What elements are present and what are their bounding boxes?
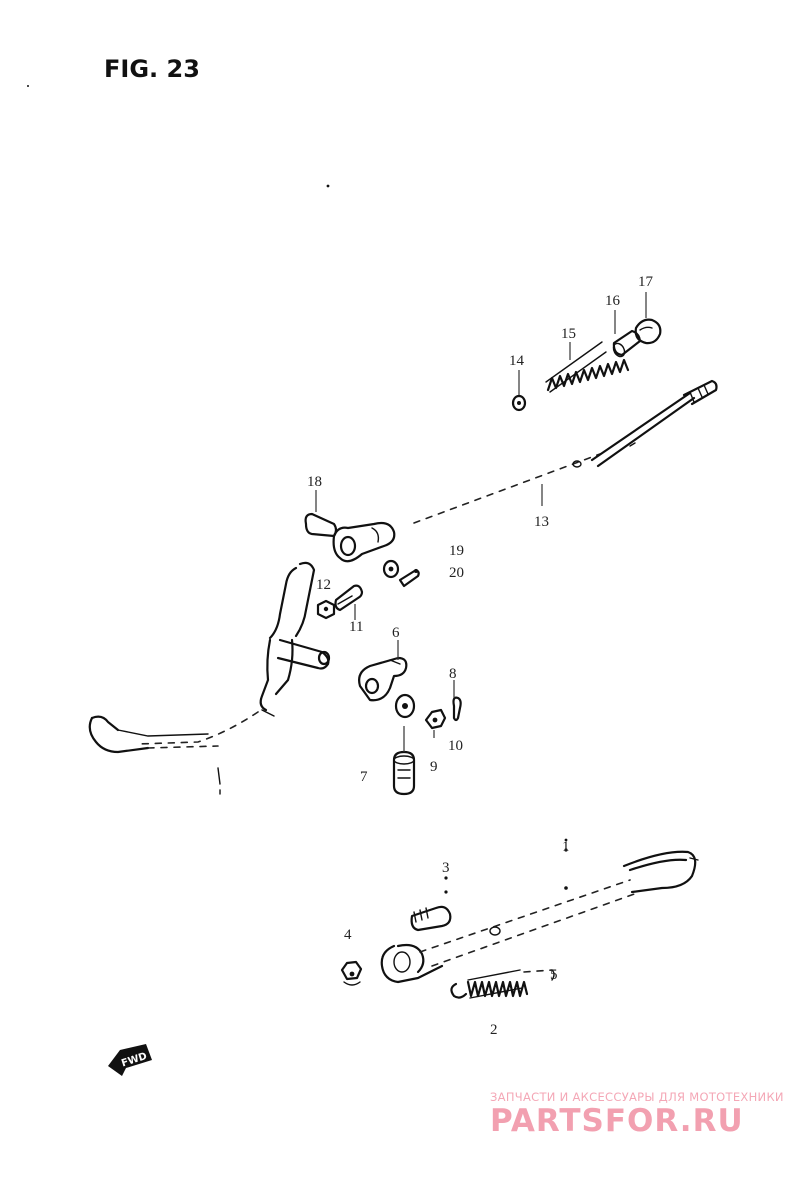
callout-15: 15 <box>561 326 576 342</box>
rod-joint-clevis <box>332 521 396 563</box>
part-13-brake-rod <box>413 379 718 524</box>
scan-speck <box>326 184 330 188</box>
part-1-washer <box>394 693 416 719</box>
part-19-washer <box>382 559 400 579</box>
part-10-nut <box>424 708 447 730</box>
callout-9: 9 <box>430 759 438 775</box>
part-2-stand-spring <box>450 969 555 999</box>
callout-3: 3 <box>442 860 450 876</box>
callout-11: 11 <box>349 619 363 635</box>
part-8-cotter-pin <box>452 696 462 722</box>
scan-speck <box>27 85 29 87</box>
callout-6: 6 <box>392 625 400 641</box>
callout-18: 18 <box>307 474 322 490</box>
callout-12: 12 <box>316 577 331 593</box>
watermark-tagline: ЗАПЧАСТИ И АКСЕССУАРЫ ДЛЯ МОТОТЕХНИКИ <box>490 1090 784 1104</box>
watermark-brand: PARTSFOR.RU <box>490 1103 744 1139</box>
part-20-cotter-pin <box>398 568 420 588</box>
callout-4: 4 <box>344 927 352 943</box>
part-12-nut <box>316 599 336 620</box>
forward-arrow-icon: FWD <box>108 1044 152 1076</box>
brake-pedal-arm <box>88 561 331 795</box>
callout-2: 2 <box>490 1022 498 1038</box>
figure-title: FIG. 23 <box>104 55 200 83</box>
part-16-sleeve <box>612 329 642 358</box>
callout-1: 1 <box>562 839 570 855</box>
part-15-spring <box>545 341 630 393</box>
side-stand <box>380 838 699 984</box>
callout-10: 10 <box>448 738 463 754</box>
callout-5: 5 <box>550 967 558 983</box>
part-4-nut <box>340 960 363 986</box>
callout-7: 7 <box>360 769 368 785</box>
callout-20: 20 <box>449 565 464 581</box>
callout-19: 19 <box>449 543 464 559</box>
callout-14: 14 <box>509 353 525 369</box>
part-11-bolt <box>334 584 364 612</box>
part-14-washer <box>511 394 527 412</box>
part-3-pivot-bolt <box>410 876 452 932</box>
callout-16: 16 <box>605 293 621 309</box>
part-6-bracket <box>358 656 408 702</box>
callout-8: 8 <box>449 666 457 682</box>
part-18-clevis-pin <box>304 512 338 538</box>
callout-13: 13 <box>534 514 549 530</box>
leader-lines <box>315 292 647 752</box>
callout-17: 17 <box>638 274 654 290</box>
part-7-bushing <box>392 750 416 796</box>
